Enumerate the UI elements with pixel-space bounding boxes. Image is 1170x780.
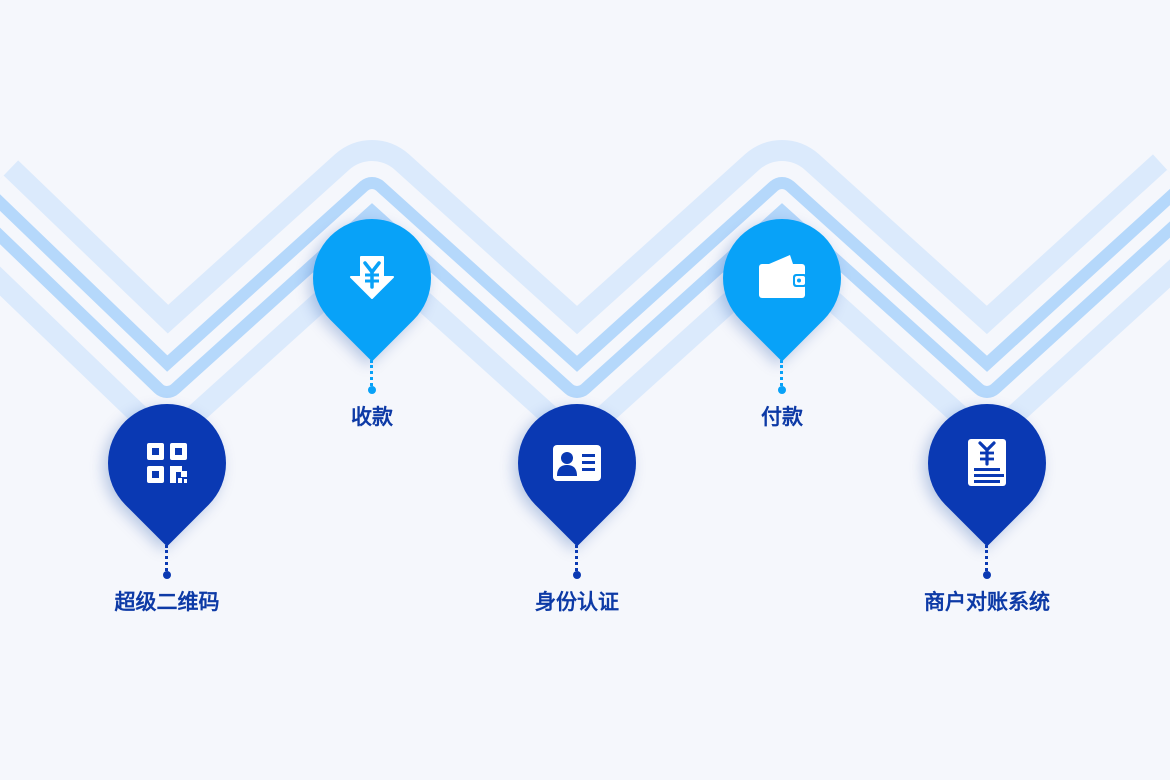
- step-label: 商户对账系统: [924, 590, 1050, 614]
- connector-stem: [575, 545, 578, 571]
- wallet-icon: [759, 255, 807, 298]
- connector-stem: [165, 545, 168, 571]
- connector-dot: [163, 571, 171, 579]
- step-label: 收款: [351, 405, 393, 429]
- connector-dot: [983, 571, 991, 579]
- connector-dot: [573, 571, 581, 579]
- qr-code-icon: [147, 443, 187, 483]
- connector-stem: [780, 360, 783, 386]
- yen-download-icon: [350, 256, 394, 299]
- step-label: 超级二维码: [114, 590, 220, 614]
- connector-stem: [985, 545, 988, 571]
- connector-dot: [778, 386, 786, 394]
- step-label: 身份认证: [535, 590, 619, 614]
- step-label: 付款: [761, 405, 803, 429]
- yen-document-icon: [968, 439, 1006, 486]
- connector-stem: [370, 360, 373, 386]
- id-card-icon: [553, 445, 601, 481]
- connector-dot: [368, 386, 376, 394]
